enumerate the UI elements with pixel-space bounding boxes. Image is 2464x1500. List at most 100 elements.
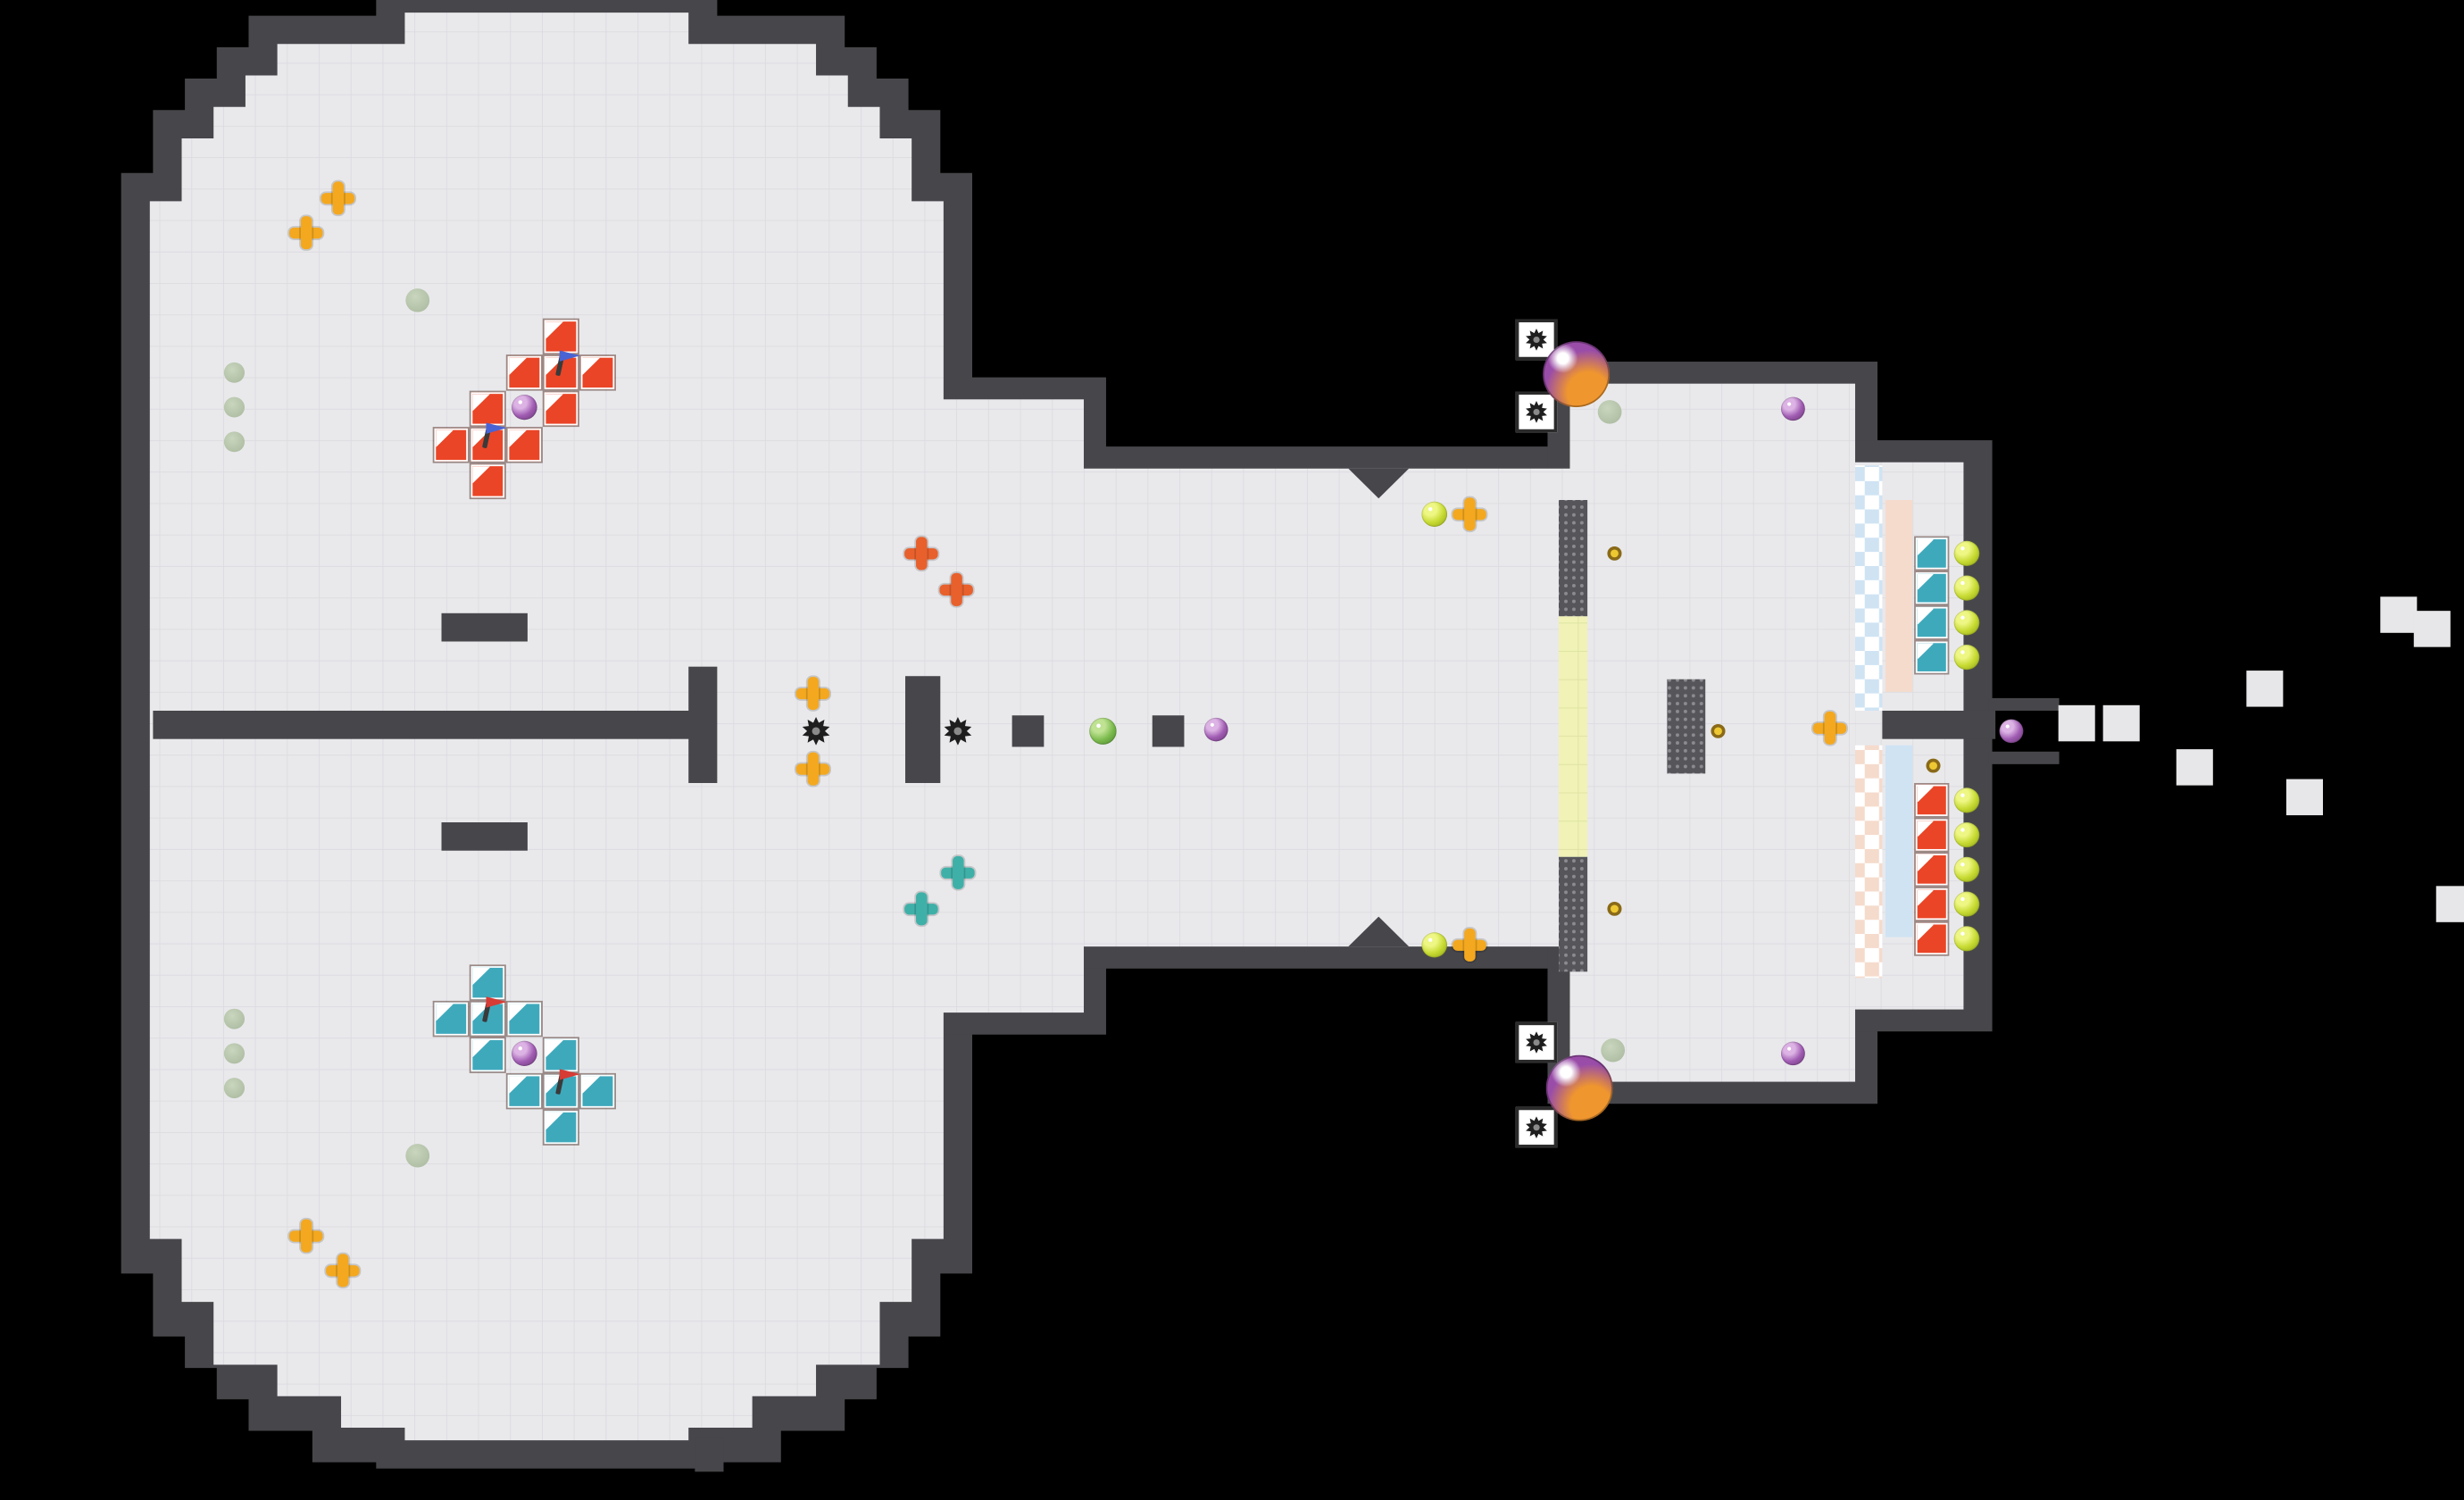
corner-tile-red [1915, 854, 1948, 886]
corner-tile-red [544, 392, 579, 426]
purple-ball [512, 395, 537, 421]
purple-ball [1781, 396, 1805, 421]
door-grate [1558, 500, 1588, 617]
corner-tile-teal [434, 1002, 468, 1036]
inner-wall [688, 666, 718, 783]
corner-tile-red [1915, 819, 1948, 851]
corner-tile-red [1915, 888, 1948, 921]
checker-strip-pink [1855, 745, 1883, 979]
lime-ball [1953, 788, 1980, 813]
inner-wall [695, 1437, 724, 1472]
lime-ball [1953, 540, 1980, 566]
corner-tile-red [507, 355, 542, 389]
corner-tile-teal [507, 1074, 542, 1108]
purple-ball [1203, 717, 1228, 742]
lime-ball [1421, 932, 1448, 958]
spawn-dot [223, 396, 246, 418]
lime-ball [1421, 501, 1448, 527]
spawn-dot [405, 1144, 430, 1168]
floating-block [2413, 611, 2451, 647]
inner-wall [441, 612, 528, 642]
solid-strip-blue [1885, 745, 1913, 938]
cross-pickup-icon [904, 537, 937, 570]
door-grate [1558, 856, 1588, 972]
lime-ball [1953, 926, 1980, 952]
spawn-dot [223, 431, 246, 453]
flag-icon [473, 996, 502, 1024]
corner-tile-red [507, 428, 542, 462]
saw-blade-icon [1526, 401, 1547, 423]
door-yellow-strip [1558, 616, 1588, 857]
cross-pickup-icon [1453, 929, 1486, 962]
cross-pickup-icon [796, 677, 829, 710]
solid-strip-pink [1885, 500, 1913, 692]
lime-ball [1953, 891, 1980, 917]
corner-tile-teal [507, 1002, 542, 1036]
saw-block [1515, 1021, 1558, 1063]
spawn-dot [223, 362, 246, 383]
saw-blade-icon [1526, 329, 1547, 351]
flag-icon [546, 1068, 575, 1096]
spawn-dot [223, 1008, 246, 1029]
floating-block [2435, 886, 2464, 922]
corner-tile-teal [1915, 538, 1948, 570]
floating-block [2176, 749, 2213, 786]
saw-blade-icon [1526, 1031, 1547, 1054]
floating-block [2285, 779, 2324, 816]
spawn-dot [405, 288, 430, 312]
corner-tile-teal [470, 966, 505, 1000]
corner-tile-teal [1915, 606, 1948, 638]
wall-notch [1348, 916, 1410, 947]
flag-icon [473, 421, 502, 450]
inner-wall [905, 676, 941, 783]
corner-tile-red [1915, 922, 1948, 954]
coin-dot [1607, 546, 1622, 561]
lime-ball [1953, 610, 1980, 636]
saw-blade-icon [802, 717, 830, 746]
purple-ball [512, 1040, 537, 1066]
cross-pickup-icon [1813, 712, 1846, 745]
corner-tile-red [544, 320, 579, 354]
corner-tile-red [470, 464, 505, 498]
large-player-ball [1545, 1054, 1613, 1121]
cross-pickup-icon [1453, 497, 1486, 530]
spawn-dot [1597, 400, 1622, 424]
cross-pickup-icon [941, 856, 974, 889]
cross-pickup-icon [289, 216, 322, 249]
inner-wall [1988, 751, 2060, 764]
coin-dot [1926, 758, 1941, 773]
corner-tile-teal [544, 1111, 579, 1145]
cross-pickup-icon [321, 181, 354, 214]
inner-wall [1988, 697, 2060, 711]
saw-blade-icon [944, 717, 972, 746]
floating-block [2058, 704, 2095, 742]
inner-wall [1011, 715, 1045, 747]
purple-ball [1781, 1041, 1805, 1066]
corner-tile-red [580, 355, 615, 389]
lime-ball [1953, 856, 1980, 882]
floor-tiles [940, 468, 1572, 947]
large-player-ball [1543, 341, 1611, 408]
corner-tile-teal [544, 1038, 579, 1072]
spawn-dot [223, 1043, 246, 1064]
corner-tile-red [434, 428, 468, 462]
floating-block [2380, 596, 2418, 633]
cross-pickup-icon [289, 1220, 322, 1253]
corner-tile-red [470, 392, 505, 426]
coin-dot [1711, 723, 1726, 738]
saw-block [1515, 1106, 1558, 1148]
spawn-dot [1601, 1038, 1626, 1062]
corner-tile-teal [1915, 641, 1948, 673]
corner-tile-teal [1915, 572, 1948, 604]
inner-wall [1882, 710, 1996, 739]
lime-ball [1953, 822, 1980, 848]
purple-ball [1999, 719, 2024, 744]
lime-ball [1953, 645, 1980, 671]
saw-block [1515, 391, 1558, 433]
saw-blade-icon [1526, 1116, 1547, 1138]
checker-strip-blue [1855, 465, 1883, 711]
grate-block [1667, 679, 1706, 774]
